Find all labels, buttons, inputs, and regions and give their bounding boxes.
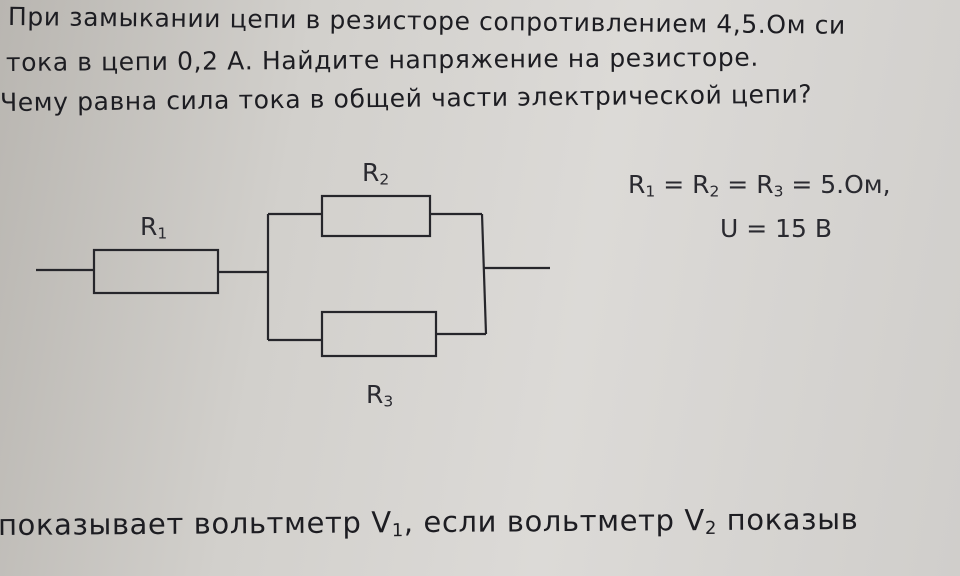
given-voltage: U = 15 В bbox=[720, 214, 833, 243]
resistor-r3 bbox=[320, 310, 438, 358]
given-resistances: R1 = R2 = R3 = 5.Ом, bbox=[628, 170, 891, 201]
label-r1: R1 bbox=[140, 212, 168, 243]
resistor-r1 bbox=[92, 248, 220, 295]
label-r3: R3 bbox=[366, 380, 394, 411]
resistor-r2 bbox=[320, 194, 432, 238]
label-r2: R2 bbox=[362, 158, 390, 189]
wire-right-bus bbox=[480, 213, 488, 335]
problem-text-line-4: показывает вольтметр V1, если вольтметр … bbox=[0, 501, 859, 542]
